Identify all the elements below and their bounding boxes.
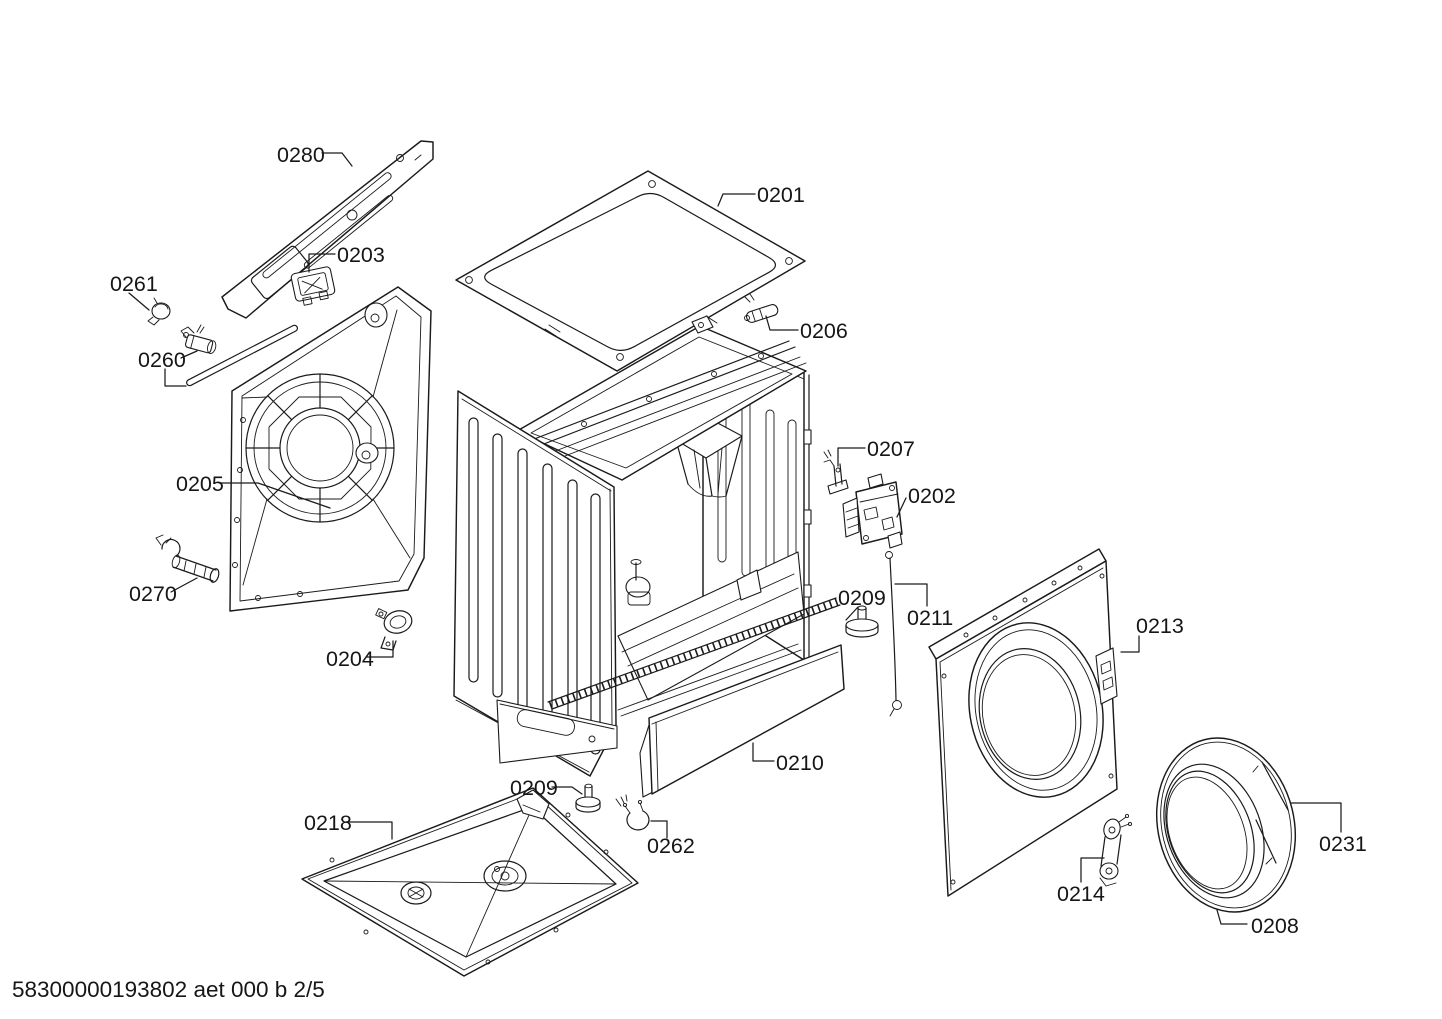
part-0209-foot-left (575, 783, 601, 813)
callout-label-0207: 0207 (867, 437, 915, 461)
leader-0214 (1080, 857, 1105, 883)
part-0207-latch (823, 449, 849, 495)
leader-0231 (1290, 802, 1342, 833)
callout-label-0280: 0280 (277, 143, 325, 167)
callout-label-0201: 0201 (757, 183, 805, 207)
leader-0208 (1216, 909, 1248, 925)
part-0214-door-hinge (1099, 813, 1133, 887)
leader-0210 (752, 742, 775, 762)
callout-labels: 0280 0201 0203 0261 0260 0206 0205 0270 … (110, 143, 1367, 938)
leader-lines (128, 152, 1342, 925)
part-0218-base-pan (301, 787, 639, 977)
leader-0207 (837, 447, 866, 467)
callout-label-0211: 0211 (907, 606, 953, 630)
leader-0205 (218, 482, 331, 509)
callout-label-0213: 0213 (1136, 614, 1184, 638)
leader-0213 (1120, 635, 1140, 653)
leader-0261 (128, 292, 150, 311)
leader-0260a (180, 350, 198, 359)
callout-label-0210: 0210 (776, 751, 824, 775)
part-0213-front-panel (928, 548, 1118, 897)
callout-label-0202: 0202 (908, 484, 956, 508)
callout-label-0206: 0206 (800, 319, 848, 343)
part-0201-top-panel (455, 170, 806, 372)
callout-label-0231: 0231 (1319, 832, 1367, 856)
callout-label-0209-left: 0209 (510, 776, 558, 800)
leader-0206 (765, 315, 799, 331)
callout-label-0209-right: 0209 (838, 586, 886, 610)
callout-label-0204: 0204 (326, 647, 374, 671)
leader-0209-left (551, 786, 583, 795)
part-0203-module (290, 266, 336, 306)
callout-label-0208: 0208 (1251, 914, 1299, 938)
leader-0202 (896, 497, 907, 518)
leader-0280 (321, 152, 353, 167)
leader-0201 (717, 193, 756, 207)
part-front-gasket-rails (547, 597, 841, 717)
leader-0260b (164, 368, 187, 387)
callout-label-0262: 0262 (647, 834, 695, 858)
leader-0218 (345, 821, 393, 840)
callout-label-0218: 0218 (304, 811, 352, 835)
callout-label-0261: 0261 (110, 272, 158, 296)
part-0211-rod (885, 551, 902, 717)
leader-0209-right (845, 606, 859, 621)
part-0202-door-lock (842, 473, 903, 549)
part-0260-rod (180, 324, 299, 387)
part-0210-plinth-panel (639, 644, 845, 798)
part-0280-panel-support (221, 140, 434, 319)
callout-label-0260: 0260 (138, 348, 186, 372)
document-number-footer: 58300000193802 aet 000 b 2/5 (12, 977, 325, 1002)
part-0262-hose-clamp (615, 794, 650, 831)
part-0206-clip (744, 293, 779, 323)
leader-0211 (894, 583, 928, 607)
callout-label-0205: 0205 (176, 472, 224, 496)
part-0208-0231-door-ring (1155, 737, 1297, 913)
part-0205-rear-panel (229, 286, 432, 612)
callout-label-0214: 0214 (1057, 882, 1105, 906)
part-0270-damper (155, 534, 220, 583)
leader-0203 (308, 253, 336, 273)
callout-label-0270: 0270 (129, 582, 177, 606)
leader-0270 (170, 577, 198, 593)
leader-0204 (366, 640, 394, 658)
leader-0262 (650, 820, 668, 839)
part-0209-foot-right (845, 605, 879, 638)
callout-label-0203: 0203 (337, 243, 385, 267)
part-0261-clip (147, 297, 171, 326)
part-0204-clamp (375, 608, 413, 651)
part-cabinet-body (453, 315, 812, 777)
